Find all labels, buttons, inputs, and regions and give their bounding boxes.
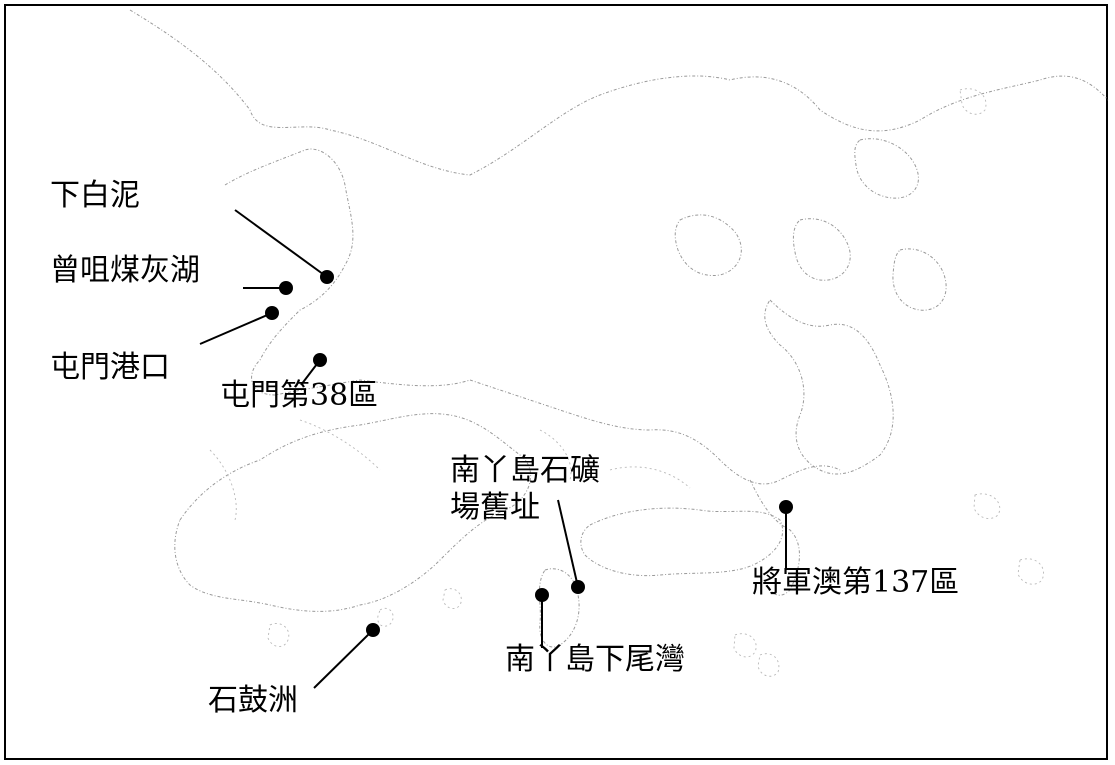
- marker-lamma-quarry[interactable]: [571, 580, 585, 594]
- leader-lines: [199, 209, 787, 689]
- marker-tuen-mun-port[interactable]: [265, 306, 279, 320]
- marker-lamma-ha-mei-wan[interactable]: [535, 588, 549, 602]
- label-tsang-tsui-ash-lagoons: 曾咀煤灰湖: [50, 253, 200, 288]
- leader-shek-kwu-chau: [313, 629, 374, 689]
- label-lamma-quarry-line1: 南丫島石礦: [450, 453, 600, 488]
- site-markers: [265, 270, 793, 637]
- coastline: [129, 9, 1109, 677]
- label-lamma-quarry-line2: 場舊址: [450, 490, 540, 525]
- label-shek-kwu-chau: 石鼓洲: [208, 683, 298, 718]
- map-frame: [4, 4, 1108, 760]
- leader-tuen-mun-port: [199, 312, 273, 345]
- marker-tsang-tsui[interactable]: [279, 281, 293, 295]
- label-lamma-ha-mei-wan: 南丫島下尾灣: [505, 642, 685, 677]
- leader-lamma-quarry: [557, 499, 579, 588]
- marker-ha-pak-nai[interactable]: [320, 270, 334, 284]
- marker-tuen-mun-38[interactable]: [313, 353, 327, 367]
- marker-tko-137[interactable]: [779, 500, 793, 514]
- label-tuen-mun-port: 屯門港口: [50, 350, 170, 385]
- label-tuen-mun-area-38: 屯門第38區: [220, 378, 379, 413]
- marker-shek-kwu-chau[interactable]: [366, 623, 380, 637]
- label-tseung-kwan-o-area-137: 將軍澳第137區: [752, 565, 960, 600]
- leader-ha-pak-nai: [234, 209, 328, 278]
- label-ha-pak-nai: 下白泥: [50, 178, 140, 213]
